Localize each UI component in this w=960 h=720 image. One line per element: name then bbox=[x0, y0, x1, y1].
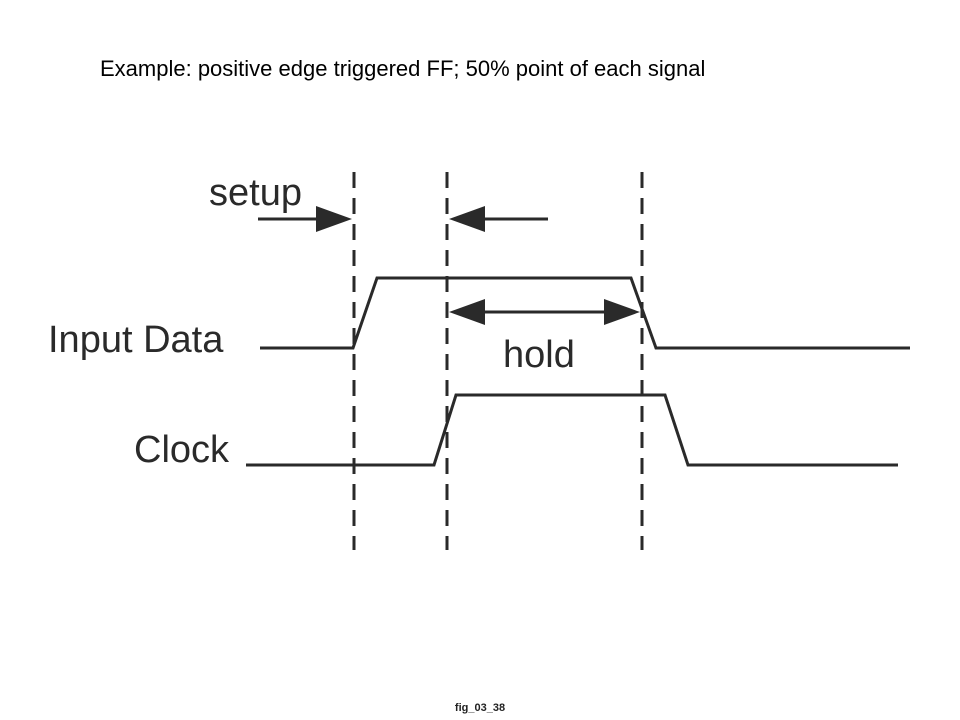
input-data-waveform bbox=[260, 276, 910, 350]
setup-label: setup bbox=[209, 172, 302, 214]
clock-edge-arrow-head-icon bbox=[449, 206, 485, 232]
figure-caption: fig_03_38 bbox=[454, 702, 506, 714]
hold-arrow-left-head-icon bbox=[449, 299, 485, 325]
setup-arrow-head-icon bbox=[316, 206, 352, 232]
input-data-label: Input Data bbox=[48, 319, 224, 361]
clock-waveform bbox=[246, 393, 898, 467]
hold-label: hold bbox=[503, 334, 575, 376]
hold-arrow-right-head-icon bbox=[604, 299, 640, 325]
slide-title: Example: positive edge triggered FF; 50%… bbox=[100, 56, 706, 81]
clock-label: Clock bbox=[134, 429, 230, 471]
